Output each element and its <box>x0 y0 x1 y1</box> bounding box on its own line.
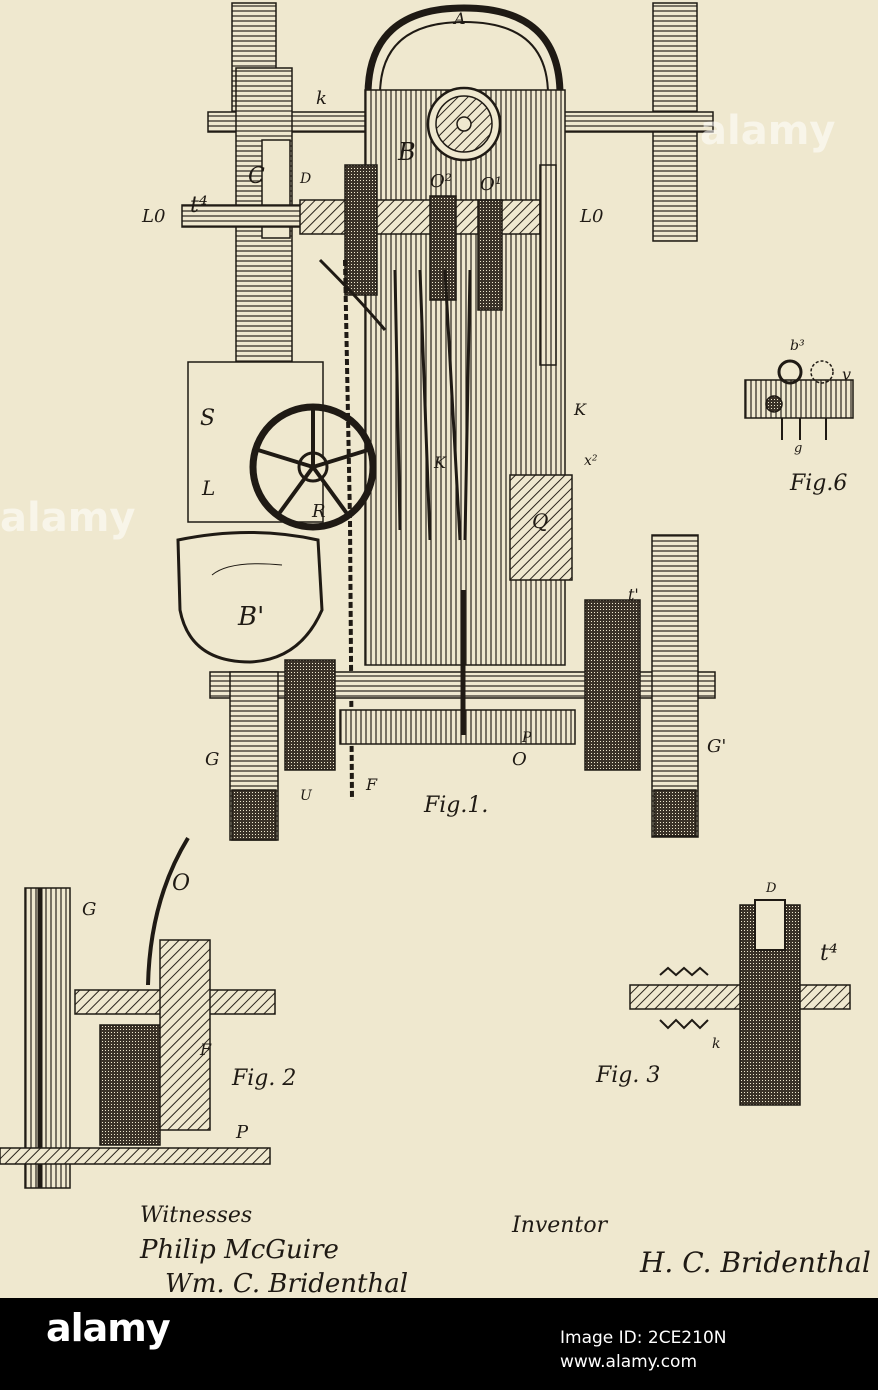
watermark-overlay-left: alamy <box>0 495 135 541</box>
label-g-fig6: g <box>794 441 802 456</box>
label-x2: x² <box>584 453 598 469</box>
figure-6-detail <box>745 361 853 440</box>
label-a: A <box>452 9 466 28</box>
drum-o <box>340 710 575 744</box>
label-k-fig3: k <box>712 1036 720 1052</box>
caption-fig-6: Fig.6 <box>789 471 847 496</box>
label-d-fig3: D <box>765 881 777 896</box>
wheel-g-tread <box>232 790 276 840</box>
label-d: D <box>299 171 311 187</box>
label-l: L <box>201 476 215 500</box>
label-o1: O¹ <box>480 174 502 195</box>
label-p-fig2: P <box>235 1122 249 1143</box>
label-s: S <box>200 406 215 431</box>
alamy-logo: alamy <box>46 1306 170 1350</box>
label-r: R <box>311 501 326 522</box>
fig3-pulley <box>755 900 785 950</box>
signature-block: Witnesses Philip McGuire Wm. C. Bridenth… <box>139 1203 871 1298</box>
label-k-mid: K <box>433 453 447 472</box>
fig3-spring-bottom <box>660 1020 708 1028</box>
label-g: G <box>205 749 219 770</box>
patent-drawing: A B C t⁴ L0 L0 D O² O¹ k S L R B' Q x² K… <box>0 0 878 1298</box>
label-l0-right: L0 <box>579 206 603 227</box>
figure-3-section <box>630 900 850 1105</box>
figure-1-vehicle-plan <box>178 3 715 840</box>
front-gear-left <box>285 660 335 770</box>
label-g-fig2: G <box>82 899 96 920</box>
fig2-box <box>100 1025 160 1145</box>
witnesses-heading: Witnesses <box>140 1203 252 1228</box>
label-p: P <box>521 730 532 746</box>
label-k-upper: K <box>573 400 587 419</box>
seat-b-prime <box>178 533 322 663</box>
label-f-fig2: F <box>199 1040 212 1059</box>
label-u: U <box>300 788 313 804</box>
wheel-g-prime-tread <box>654 790 696 836</box>
sprocket-d <box>345 165 377 295</box>
inventor-heading: Inventor <box>511 1213 609 1238</box>
image-id: Image ID: 2CE210N <box>560 1328 726 1348</box>
fig6-block <box>745 380 853 418</box>
label-t-prime: t' <box>628 585 639 604</box>
label-t4: t⁴ <box>190 193 208 218</box>
caption-fig-1: Fig.1. <box>423 793 488 818</box>
caption-fig-2: Fig. 2 <box>231 1066 296 1091</box>
caption-fig-3: Fig. 3 <box>595 1063 660 1088</box>
fig2-axle <box>0 1148 270 1164</box>
label-o2: O² <box>430 171 452 192</box>
label-b3: b³ <box>790 338 805 354</box>
figure-2-section <box>0 838 275 1188</box>
label-q: Q <box>532 509 548 533</box>
watermark-overlay-right: alamy <box>700 108 835 154</box>
rack-k <box>540 165 556 365</box>
inventor-signature: H. C. Bridenthal <box>639 1246 871 1279</box>
patent-drawing-sheet: A B C t⁴ L0 L0 D O² O¹ k S L R B' Q x² K… <box>0 0 878 1298</box>
label-b: B <box>397 138 416 166</box>
witness-signature-2: Wm. C. Bridenthal <box>165 1269 408 1298</box>
label-t4-fig3: t⁴ <box>820 941 838 966</box>
label-g-prime: G' <box>707 736 726 757</box>
witness-signature-1: Philip McGuire <box>139 1235 339 1265</box>
arch-a-inner <box>380 22 548 95</box>
label-v: v <box>842 365 851 384</box>
label-k: k <box>316 88 327 109</box>
fig2-wheel <box>25 888 70 1188</box>
label-o: O <box>512 749 527 770</box>
gear-shaft <box>300 200 540 234</box>
front-gear-right <box>585 600 640 770</box>
label-o-fig2: O <box>172 871 190 896</box>
watermark-url: www.alamy.com <box>560 1352 697 1372</box>
disc-top-pin <box>457 117 471 131</box>
fig6-bolt <box>766 396 782 412</box>
gear-o2 <box>430 196 456 300</box>
label-f: F <box>365 775 378 794</box>
fig3-spring-top <box>660 968 708 975</box>
label-l0-left: L0 <box>141 206 165 227</box>
fig2-gear <box>160 940 210 1130</box>
gear-o1 <box>478 200 502 310</box>
label-b-prime: B' <box>237 602 264 632</box>
label-c: C <box>248 164 265 189</box>
